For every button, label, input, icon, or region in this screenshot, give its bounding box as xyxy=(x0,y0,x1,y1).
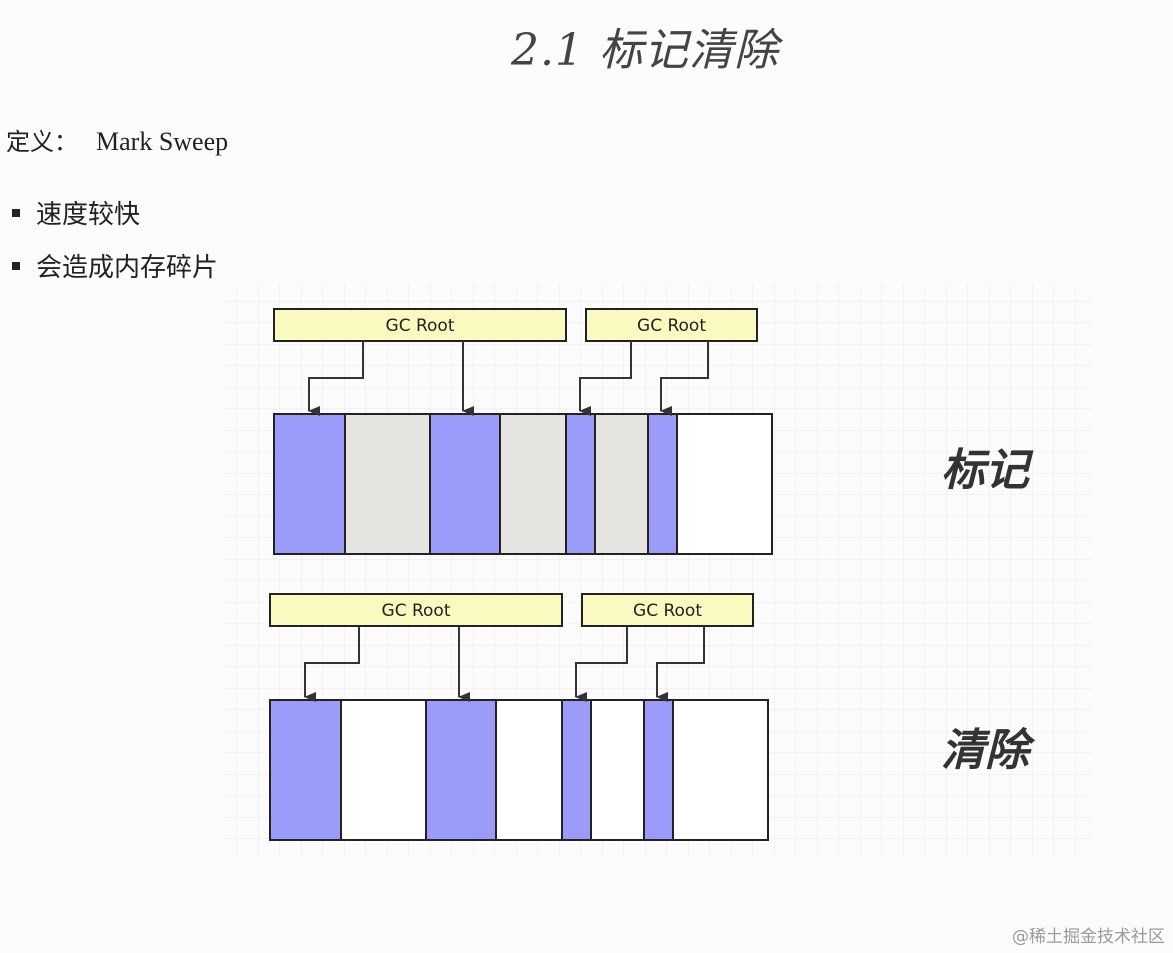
phase-label: 标记 xyxy=(941,445,1034,496)
memory-block-live xyxy=(561,699,592,841)
memory-block-live xyxy=(273,413,346,555)
memory-block-garbage xyxy=(594,413,649,555)
definition-label: 定义： xyxy=(6,128,78,156)
gc-root-label: GC Root xyxy=(386,316,455,336)
reference-arrow xyxy=(308,341,364,416)
phase-label: 清除 xyxy=(941,725,1036,776)
memory-block-live xyxy=(643,699,674,841)
feature-list: 速度较快 会造成内存碎片 xyxy=(12,186,218,292)
reference-arrow xyxy=(579,341,632,416)
reference-arrow xyxy=(304,626,360,702)
reference-arrow xyxy=(575,626,628,702)
memory-block-garbage xyxy=(344,413,431,555)
bullet-square-icon xyxy=(12,208,20,217)
memory-block-free xyxy=(340,699,427,841)
memory-block-garbage xyxy=(499,413,567,555)
memory-block-live xyxy=(429,413,501,555)
memory-block-live xyxy=(565,413,596,555)
gc-root-box xyxy=(585,308,758,342)
gc-root-label: GC Root xyxy=(637,316,706,336)
memory-block-free xyxy=(676,413,773,555)
memory-row-1: GC Root GC Root 标记 xyxy=(273,308,1034,555)
gc-root-label: GC Root xyxy=(633,601,702,621)
bullet-square-icon xyxy=(12,261,20,270)
list-item: 会造成内存碎片 xyxy=(12,239,218,292)
definition-term: Mark Sweep xyxy=(96,127,229,156)
reference-arrow xyxy=(656,626,705,702)
page-title: 2.1 标记清除 xyxy=(511,25,779,76)
definition: 定义： Mark Sweep xyxy=(6,122,228,157)
memory-row-2: GC Root GC Root 清除 xyxy=(269,593,1036,841)
memory-block-free xyxy=(495,699,563,841)
gc-root-box xyxy=(273,308,567,342)
memory-block-free xyxy=(672,699,769,841)
gc-root-label: GC Root xyxy=(382,601,451,621)
gc-root-box xyxy=(581,593,754,627)
list-item: 速度较快 xyxy=(12,186,218,239)
memory-block-live xyxy=(647,413,678,555)
memory-block-live xyxy=(269,699,342,841)
list-item-text: 速度较快 xyxy=(36,200,141,230)
list-item-text: 会造成内存碎片 xyxy=(36,253,219,283)
gc-root-box xyxy=(269,593,563,627)
watermark: @稀土掘金技术社区 xyxy=(1012,927,1165,947)
memory-block-live xyxy=(425,699,497,841)
memory-block-free xyxy=(590,699,645,841)
reference-arrow xyxy=(660,341,709,416)
